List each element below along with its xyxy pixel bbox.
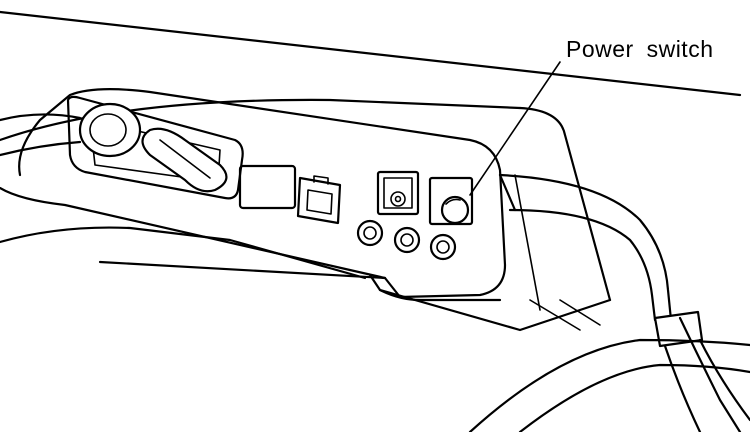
lower-outline — [468, 338, 750, 432]
callout-leader-line — [469, 61, 561, 196]
rectangular-port — [238, 164, 297, 210]
serial-connector — [66, 95, 244, 200]
side-cable — [498, 173, 750, 432]
serial-cable — [0, 113, 82, 157]
audio-jack-2 — [393, 226, 421, 254]
back-panel — [0, 88, 612, 332]
power-switch-label: Power switch — [566, 36, 714, 62]
phone-jack-icon — [296, 175, 342, 225]
dc-jack-icon — [376, 170, 420, 216]
audio-jack-3 — [429, 233, 457, 261]
audio-jack-1 — [356, 219, 384, 247]
audio-jacks — [356, 219, 457, 261]
power-switch-icon — [428, 176, 474, 226]
